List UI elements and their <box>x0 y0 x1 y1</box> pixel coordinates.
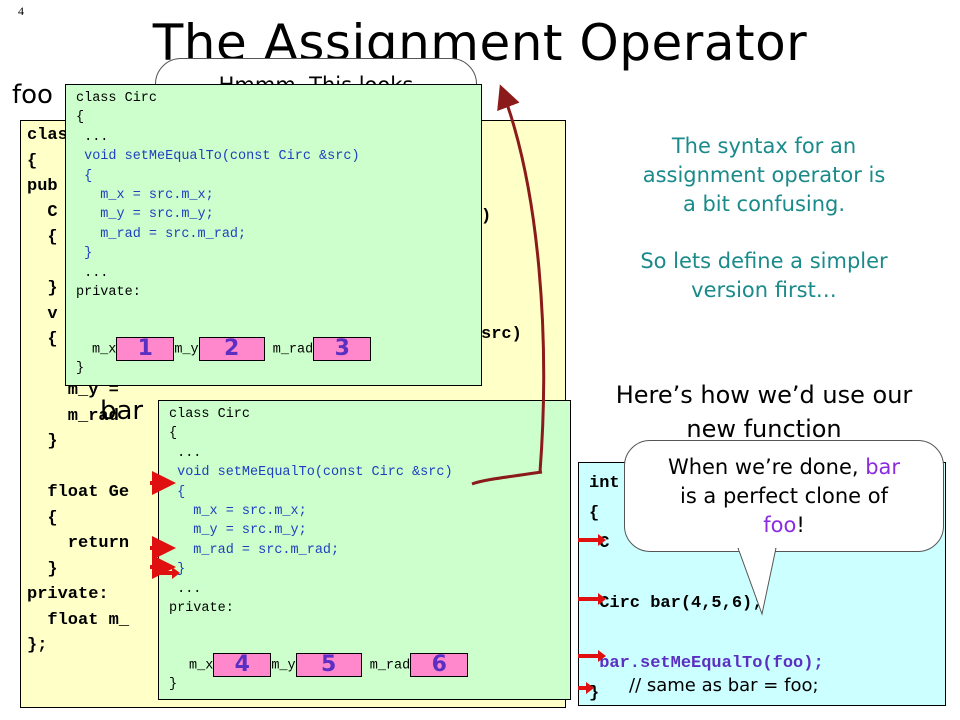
clone-bubble: When we’re done, bar is a perfect clone … <box>624 440 944 552</box>
foo-object-code: class Circ { ... void setMeEqualTo(const… <box>76 91 360 301</box>
bar-object-code: class Circ { ... void setMeEqualTo(const… <box>169 407 453 617</box>
bubble-foo-word: foo <box>763 513 797 537</box>
foo-mx-value: 1 <box>116 337 175 361</box>
bar-object-panel: class Circ { ... void setMeEqualTo(const… <box>158 400 571 700</box>
bar-mx-value: 4 <box>213 653 272 677</box>
bubble-tail <box>737 548 777 616</box>
arrow-to-foo-icon <box>497 84 546 473</box>
bar-my-value: 5 <box>295 653 362 677</box>
assignment-comment: // same as bar = foo; <box>629 675 819 696</box>
foo-mrad-value: 3 <box>313 337 372 361</box>
foo-object-closing: } <box>76 361 85 376</box>
foo-my-value: 2 <box>198 337 265 361</box>
main-code: int { C Circ bar(4,5,6); bar.setMeEqualT… <box>589 474 824 703</box>
execution-arrow-mrad <box>152 567 180 579</box>
bar-object-closing: } <box>169 677 178 692</box>
constructor-paren: ) <box>481 207 492 226</box>
foo-object-panel: class Circ { ... void setMeEqualTo(const… <box>65 84 482 386</box>
execution-arrows <box>150 471 176 579</box>
bar-mrad-value: 6 <box>410 653 469 677</box>
usage-heading: Here’s how we’d use our new function <box>615 381 913 443</box>
slide-title: The Assignment Operator <box>152 14 808 72</box>
arrow-to-bar-icon <box>471 470 543 486</box>
slide-number: 4 <box>18 4 24 18</box>
main-execution-arrows <box>578 534 606 694</box>
bubble-bar-word: bar <box>865 455 901 479</box>
method-src-fragment: src) <box>481 325 522 344</box>
foo-label: foo <box>12 80 53 110</box>
call-arrows <box>471 84 546 486</box>
bar-label: bar <box>100 396 144 426</box>
explanation-text: The syntax for an assignment operator is… <box>640 134 888 302</box>
